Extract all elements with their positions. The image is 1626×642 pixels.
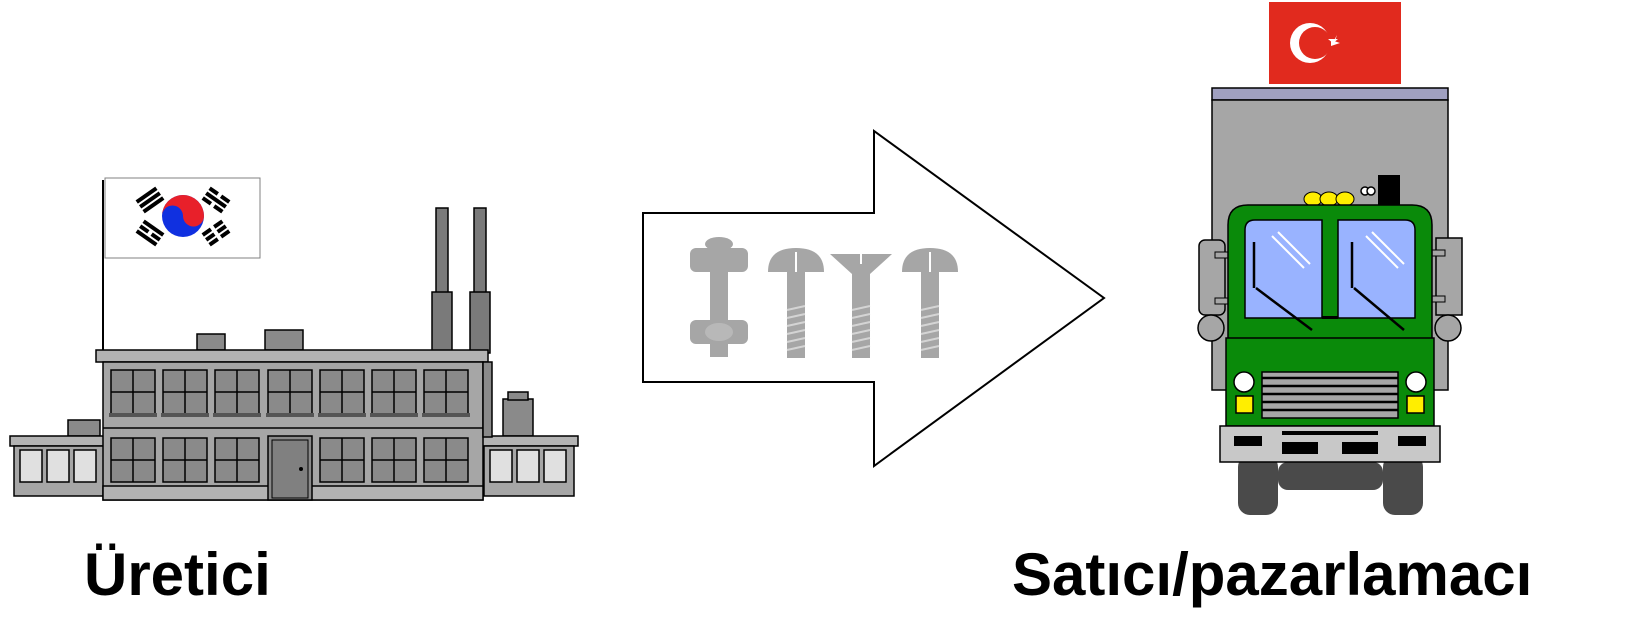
producer-label: Üretici [84,541,271,608]
seller-label: Satıcı/pazarlamacı [1012,541,1533,608]
arrow-right-icon [642,129,1106,468]
screws-and-bolts-icon [690,237,958,358]
truck-icon [1197,87,1463,515]
factory-icon [9,177,579,501]
turkey-flag-icon [1269,2,1401,84]
south-korea-flag-icon [104,177,261,259]
